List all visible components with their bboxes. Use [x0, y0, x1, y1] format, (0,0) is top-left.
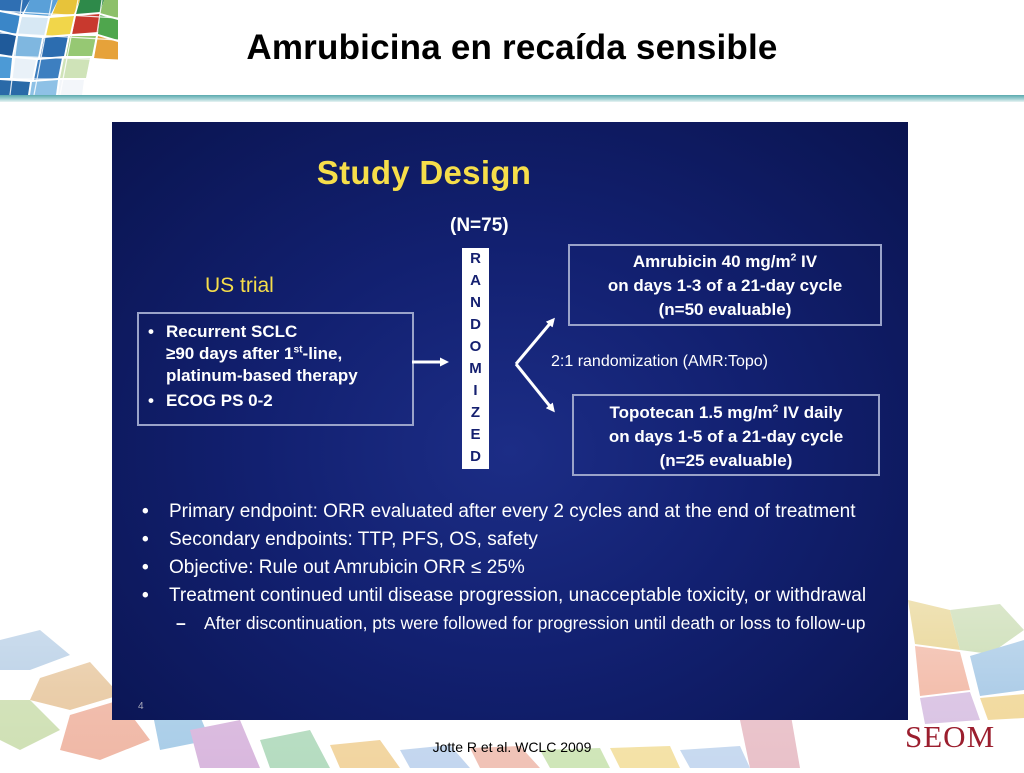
- criteria-days-line: ≥90 days after 1st-line,: [148, 343, 358, 365]
- citation: Jotte R et al. WCLC 2009: [432, 739, 592, 755]
- bullet-text: Primary endpoint: ORR evaluated after ev…: [169, 501, 856, 522]
- criteria-days-suffix: -line,: [302, 344, 343, 363]
- criteria-bullet: •: [148, 391, 154, 410]
- amrubicin-dose-line: Amrubicin 40 mg/m2 IV: [570, 250, 880, 274]
- header-divider: [0, 95, 1024, 102]
- criteria-recurrent-sclc: Recurrent SCLC: [166, 322, 298, 341]
- randomized-letter: E: [470, 426, 481, 443]
- criteria-ecog: ECOG PS 0-2: [166, 391, 273, 410]
- arrow-to-topotecan: [514, 363, 555, 413]
- trial-label: US trial: [205, 274, 274, 297]
- criteria-item-2: • ECOG PS 0-2: [148, 390, 358, 412]
- bullet-text: Treatment continued until disease progre…: [169, 585, 867, 606]
- randomized-letter: R: [470, 250, 481, 267]
- flow-arrows: [412, 317, 555, 413]
- randomized-letter: D: [470, 448, 481, 465]
- bullet-treatment-continued: • Treatment continued until disease progr…: [142, 583, 894, 608]
- randomized-letter: M: [469, 360, 482, 377]
- bullet-marker: •: [142, 529, 149, 550]
- topotecan-evaluable-line: (n=25 evaluable): [659, 451, 793, 470]
- bullet-marker: •: [142, 501, 149, 522]
- topotecan-schedule-line: on days 1-5 of a 21-day cycle: [608, 427, 844, 446]
- seom-logo: SEOM: [905, 719, 996, 754]
- sample-size-label: (N=75): [450, 215, 509, 236]
- criteria-platinum-line: platinum-based therapy: [166, 366, 358, 385]
- endpoint-bullet-list: • Primary endpoint: ORR evaluated after e…: [142, 499, 894, 638]
- amrubicin-arm-box: Amrubicin 40 mg/m2 IV on days 1-3 of a 2…: [568, 244, 882, 326]
- mosaic-decoration-top-left: [0, 0, 118, 95]
- randomized-letter: O: [469, 338, 482, 355]
- topotecan-arm-box: Topotecan 1.5 mg/m2 IV daily on days 1-5…: [572, 394, 880, 476]
- sub-bullet-text: After discontinuation, pts were followed…: [204, 613, 866, 633]
- bullet-secondary-endpoints: • Secondary endpoints: TTP, PFS, OS, safe…: [142, 527, 894, 552]
- eligibility-criteria-box: • Recurrent SCLC ≥90 days after 1st-line,…: [137, 312, 414, 426]
- bullet-primary-endpoint: • Primary endpoint: ORR evaluated after e…: [142, 499, 894, 524]
- criteria-days-superscript: st: [293, 344, 303, 356]
- randomized-letter: Z: [470, 404, 481, 421]
- bullet-marker: •: [142, 557, 149, 578]
- randomization-ratio-label: 2:1 randomization (AMR:Topo): [551, 353, 768, 370]
- amrubicin-dose-text: Amrubicin 40 mg/m: [632, 252, 791, 271]
- study-design-title: Study Design: [316, 154, 532, 191]
- arrow-to-amrubicin: [514, 317, 555, 365]
- dash-marker: –: [176, 613, 186, 633]
- topotecan-dose-line: Topotecan 1.5 mg/m2 IV daily: [574, 401, 878, 425]
- criteria-item-1: • Recurrent SCLC: [148, 321, 358, 343]
- randomized-letter: A: [470, 272, 481, 289]
- randomized-letter: N: [470, 294, 481, 311]
- amrubicin-dose-superscript: 2: [790, 252, 797, 264]
- topotecan-route-text: IV daily: [778, 403, 843, 422]
- topotecan-dose-text: Topotecan 1.5 mg/m: [609, 403, 773, 422]
- bullet-text: Secondary endpoints: TTP, PFS, OS, safet…: [169, 529, 538, 550]
- amrubicin-evaluable-line: (n=50 evaluable): [658, 300, 792, 319]
- criteria-days-text: ≥90 days after 1: [166, 344, 294, 363]
- bullet-marker: •: [142, 585, 149, 606]
- bullet-text: Objective: Rule out Amrubicin ORR ≤ 25%: [169, 557, 525, 578]
- criteria-bullet: •: [148, 322, 154, 341]
- bullet-objective: • Objective: Rule out Amrubicin ORR ≤ 25%: [142, 555, 894, 580]
- slide-title: Amrubicina en recaída sensible: [246, 28, 778, 67]
- amrubicin-route-text: IV: [796, 252, 818, 271]
- amrubicin-schedule-line: on days 1-3 of a 21-day cycle: [607, 276, 843, 295]
- randomized-letter: D: [470, 316, 481, 333]
- randomized-letter: I: [473, 382, 478, 399]
- embedded-page-number: 4: [138, 701, 144, 712]
- sub-bullet-follow-up: –After discontinuation, pts were followe…: [142, 611, 894, 635]
- topotecan-dose-superscript: 2: [772, 403, 779, 415]
